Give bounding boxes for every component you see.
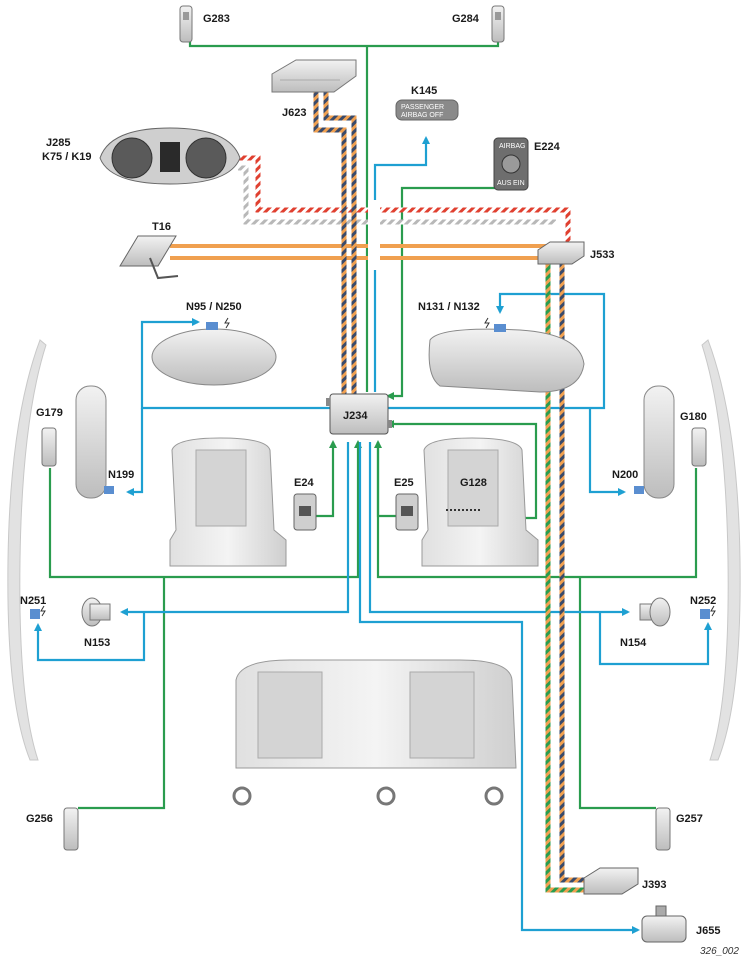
g284-label: G284 <box>452 13 480 25</box>
green-bus-lines <box>48 32 698 810</box>
n154-label: N154 <box>620 637 647 649</box>
n200-label: N200 <box>612 469 638 481</box>
t16-connector <box>119 235 179 280</box>
passenger-airbag <box>428 317 585 393</box>
j393-control-unit <box>583 867 639 895</box>
left-door-panel <box>7 339 47 761</box>
passenger-seat <box>421 437 539 567</box>
e224-top-text: AIRBAG <box>499 143 525 150</box>
e224-ein-text: EIN <box>513 180 525 187</box>
j285-label: J285 <box>46 137 70 149</box>
g179-label: G179 <box>36 407 63 419</box>
e25-belt-switch <box>395 493 419 531</box>
k75-k19-label: K75 / K19 <box>42 151 92 163</box>
g257-sensor <box>655 807 671 851</box>
rear-bench-seat <box>232 659 517 806</box>
n154-belt-tensioner <box>639 597 671 627</box>
j234-label: J234 <box>343 410 368 422</box>
right-side-airbag <box>634 385 675 499</box>
n153-belt-tensioner <box>81 597 111 627</box>
g180-label: G180 <box>680 411 707 423</box>
n199-label: N199 <box>108 469 134 481</box>
j533-gateway <box>537 241 585 265</box>
j533-j393-cables <box>545 262 584 893</box>
n251-igniter <box>30 605 46 619</box>
j655-igniter <box>641 905 687 943</box>
t16-label: T16 <box>152 221 171 233</box>
j533-label: J533 <box>590 249 614 261</box>
k145-label: K145 <box>411 85 437 97</box>
g256-label: G256 <box>26 813 53 825</box>
driver-seat <box>169 437 287 567</box>
e224-label: E224 <box>534 141 561 153</box>
blue-signal-lines <box>34 136 712 934</box>
e224-key-switch: AIRBAG AUS EIN <box>493 137 529 191</box>
g284-sensor <box>491 5 505 43</box>
g256-sensor <box>63 807 79 851</box>
g257-label: G257 <box>676 813 703 825</box>
driver-airbag <box>151 317 277 386</box>
instrument-cluster <box>99 127 241 185</box>
e24-label: E24 <box>294 477 314 489</box>
g283-label: G283 <box>203 13 230 25</box>
j623-label: J623 <box>282 107 306 119</box>
j393-label: J393 <box>642 879 666 891</box>
k145-text-line2: AIRBAG OFF <box>401 112 443 119</box>
n95-n250-label: N95 / N250 <box>186 301 242 313</box>
g180-sensor <box>691 427 707 467</box>
e24-belt-switch <box>293 493 317 531</box>
g179-sensor <box>41 427 57 467</box>
e25-label: E25 <box>394 477 414 489</box>
n252-igniter <box>700 605 716 619</box>
n153-label: N153 <box>84 637 110 649</box>
left-side-airbag <box>75 385 114 499</box>
j623-cables <box>313 88 357 394</box>
cluster-cables <box>170 155 571 270</box>
n251-label: N251 <box>20 595 46 607</box>
n252-label: N252 <box>690 595 716 607</box>
g128-label: G128 <box>460 477 487 489</box>
n131-n132-label: N131 / N132 <box>418 301 480 313</box>
e224-aus-text: AUS <box>497 180 512 187</box>
k145-text-line1: PASSENGER <box>401 104 444 111</box>
figure-number: 326_002 <box>700 946 739 957</box>
j623-control-unit <box>271 59 357 93</box>
j234-control-unit <box>326 393 392 435</box>
g283-sensor <box>179 5 193 43</box>
right-door-panel <box>701 339 741 761</box>
k145-warning-lamp: PASSENGER AIRBAG OFF <box>395 99 459 121</box>
j655-label: J655 <box>696 925 720 937</box>
